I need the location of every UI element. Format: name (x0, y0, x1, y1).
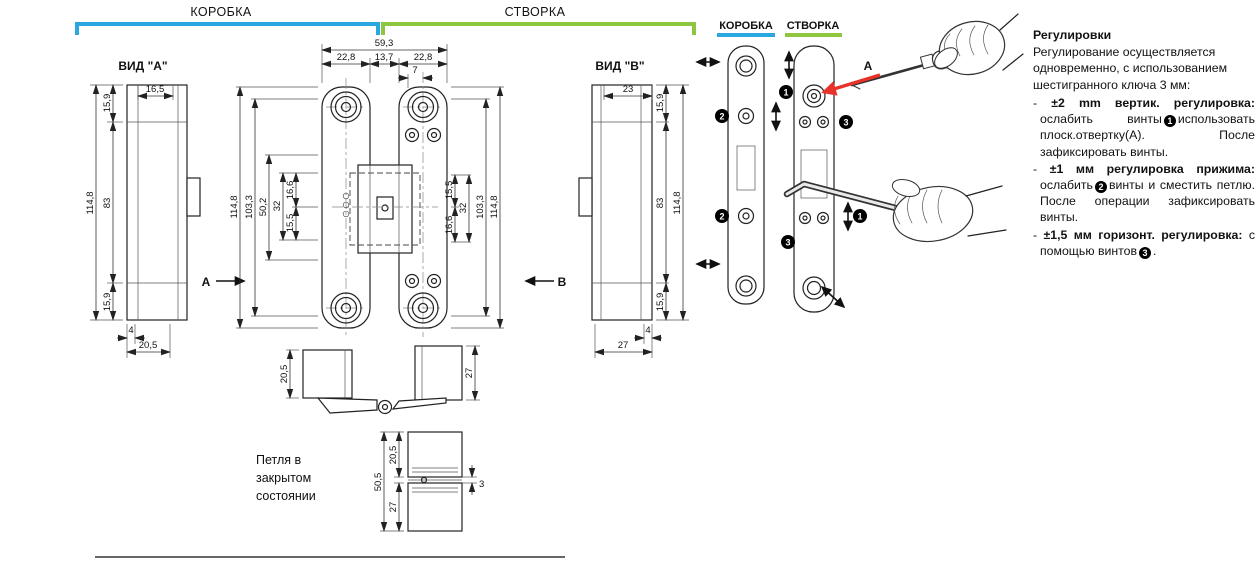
dim-label: 50,5 (373, 473, 384, 492)
dim-label: 23 (623, 84, 634, 95)
dim-label: 15,5 (285, 214, 296, 233)
marker-2-label: 2 (719, 212, 724, 222)
dim-label: 15,9 (655, 293, 666, 312)
instruction-item-3: - ±1,5 мм горизонт. регулировка: с помощ… (1033, 227, 1255, 259)
marker-3-label: 3 (785, 238, 790, 248)
dim-label: 83 (655, 198, 666, 209)
marker-3-label: 3 (843, 118, 848, 128)
item-bold-lead: ±1 мм регулировка прижима: (1049, 161, 1255, 176)
item-bold-lead: ±1,5 мм горизонт. регулировка: (1043, 227, 1243, 242)
dim-label: 50,2 (258, 198, 269, 217)
closed-caption-line3: состоянии (256, 489, 316, 503)
dim-label: 27 (618, 340, 629, 351)
dim-label: 114,8 (489, 195, 500, 218)
dim-label: 114,8 (672, 191, 683, 214)
marker-badge-2: 2 (715, 109, 729, 123)
item-text: винты и сместить петлю. После операции з… (1040, 177, 1255, 225)
dim-label: 103,3 (244, 195, 255, 219)
dim-label: 7 (412, 65, 417, 76)
dim-label: 114,8 (229, 195, 240, 218)
hand-with-hex-key-illustration (783, 178, 1007, 243)
dim-label: 16,6 (444, 216, 455, 235)
dim-label: 27 (388, 502, 399, 513)
dim-label: 20,5 (279, 365, 290, 384)
adjustment-stvorka-label: СТВОРКА (787, 20, 840, 32)
dim-label: 15,9 (102, 293, 113, 312)
stvorka-bracket: СТВОРКА (381, 5, 696, 35)
view-a-arrow-label: А (202, 275, 211, 289)
dim-label: 59,3 (375, 38, 394, 49)
dim-label: 4 (645, 325, 650, 336)
dim-label: 22,8 (337, 52, 356, 63)
korobka-bracket: КОРОБКА (75, 5, 380, 35)
dim-label: 15,5 (444, 181, 455, 200)
view-b: ВИД "В" 23 15,9 83 15,9 114,8 4 27 (524, 59, 689, 358)
marker-1-inline-badge: 1 (1163, 115, 1176, 128)
marker-badge-1: 1 (779, 85, 793, 99)
dim-label: 16,6 (285, 181, 296, 200)
dim-label: 22,8 (414, 52, 433, 63)
item-text: ослабить (1040, 177, 1093, 192)
dim-label: 16,5 (146, 84, 165, 95)
closed-caption-line2: закрытом (256, 471, 311, 485)
stvorka-header-label: СТВОРКА (505, 5, 566, 19)
adjustment-diagram: КОРОБКА СТВОРКА 1 3 (695, 20, 867, 313)
korobka-bracket-line (75, 22, 380, 35)
marker-1-label: 1 (783, 88, 788, 98)
adjustment-korobka-label: КОРОБКА (719, 20, 773, 32)
marker-2-inline-badge: 2 (1094, 180, 1107, 193)
diagonal-adjust-arrow-icon (820, 285, 846, 309)
stvorka-underline (785, 33, 842, 37)
dim-label: 20,5 (388, 446, 399, 465)
dim-label: 15,9 (102, 94, 113, 113)
marker-badge-2b: 2 (715, 209, 729, 223)
marker-badge-3b: 3 (781, 235, 795, 249)
dim-label: 83 (102, 198, 113, 209)
item-dash: - (1033, 161, 1038, 176)
dim-label: 4 (128, 325, 133, 336)
open-position-view: 20,5 27 (279, 345, 480, 415)
view-a-title: ВИД "А" (118, 59, 167, 73)
dim-label: 15,9 (655, 94, 666, 113)
dim-label: 114,8 (85, 191, 96, 214)
dim-label: 27 (464, 368, 475, 379)
dim-label: 3 (479, 479, 484, 490)
dim-label: 103,3 (475, 195, 486, 219)
closed-caption-line1: Петля в (256, 453, 302, 467)
marker-2-label: 2 (719, 112, 724, 122)
dim-label: 32 (272, 201, 283, 212)
red-pointer-arrow: А (821, 59, 881, 96)
hand-with-screwdriver-illustration (850, 13, 1024, 90)
item-text: . (1153, 243, 1157, 258)
dim-label: 13,7 (375, 52, 394, 63)
instructions-intro: Регулирование осуществляется одновременн… (1033, 45, 1228, 92)
instructions-title: Регулировки (1033, 28, 1112, 42)
korobka-underline (717, 33, 775, 37)
closed-position-view: Петля в закрытом состоянии 20,5 27 50,5 … (256, 431, 484, 532)
korobka-header-label: КОРОБКА (190, 5, 252, 19)
front-view: 59,3 22,8 13,7 22,8 7 114,8 103,3 50,2 3… (229, 38, 504, 337)
view-b-arrow-label: В (558, 275, 567, 289)
marker-badge-3: 3 (839, 115, 853, 129)
adjustment-instructions: Регулировки Регулирование осуществляется… (1033, 27, 1255, 259)
view-a: ВИД "А" 16,5 15,9 83 15,9 114,8 4 20,5 (85, 59, 246, 358)
item-text: с помощью винтов (1040, 227, 1255, 258)
dim-label: 32 (458, 203, 469, 214)
dim-label: 20,5 (139, 340, 158, 351)
stvorka-bracket-line (381, 22, 696, 35)
marker-3-inline-badge: 3 (1139, 246, 1152, 259)
instruction-item-1: - ±2 mm вертик. регулировка: ослабить ви… (1033, 95, 1255, 160)
item-bold-lead: ±2 mm вертик. регулировка: (1051, 95, 1255, 110)
item-dash: - (1033, 95, 1038, 110)
marker-badge-1b: 1 (853, 209, 867, 223)
item-dash: - (1033, 227, 1038, 242)
item-text: ослабить винты (1040, 112, 1162, 127)
red-arrow-label: А (864, 59, 873, 73)
marker-1-label: 1 (857, 212, 862, 222)
view-b-title: ВИД "В" (595, 59, 644, 73)
item-text: использовать плоск.отвертку(А). После за… (1040, 112, 1255, 159)
